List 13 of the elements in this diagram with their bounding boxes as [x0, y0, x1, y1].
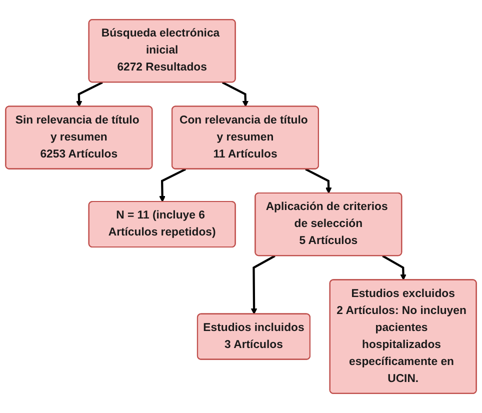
arrow	[159, 168, 186, 202]
process-box: Con relevancia de título y resumen 11 Artículos	[172, 106, 319, 170]
arrow	[250, 254, 276, 314]
arrow	[382, 254, 406, 280]
process-box: Estudios incluidos 3 Artículos	[196, 313, 310, 360]
arrow	[222, 82, 249, 107]
arrow	[305, 168, 332, 194]
process-box: Búsqueda electrónica inicial 6272 Resultados	[88, 19, 236, 83]
process-box: Aplicación de criterios de selección 5 Artículos	[254, 192, 402, 256]
process-box: N = 11 (incluye 6 Artículos repetidos)	[88, 201, 236, 248]
arrow	[76, 82, 103, 107]
process-box: Sin relevancia de título y resumen 6253 Artículos	[5, 106, 153, 170]
process-box: Estudios excluidos 2 Artículos: No incluyen pacientes hospitalizados específicamente en UCIN.	[329, 279, 477, 394]
